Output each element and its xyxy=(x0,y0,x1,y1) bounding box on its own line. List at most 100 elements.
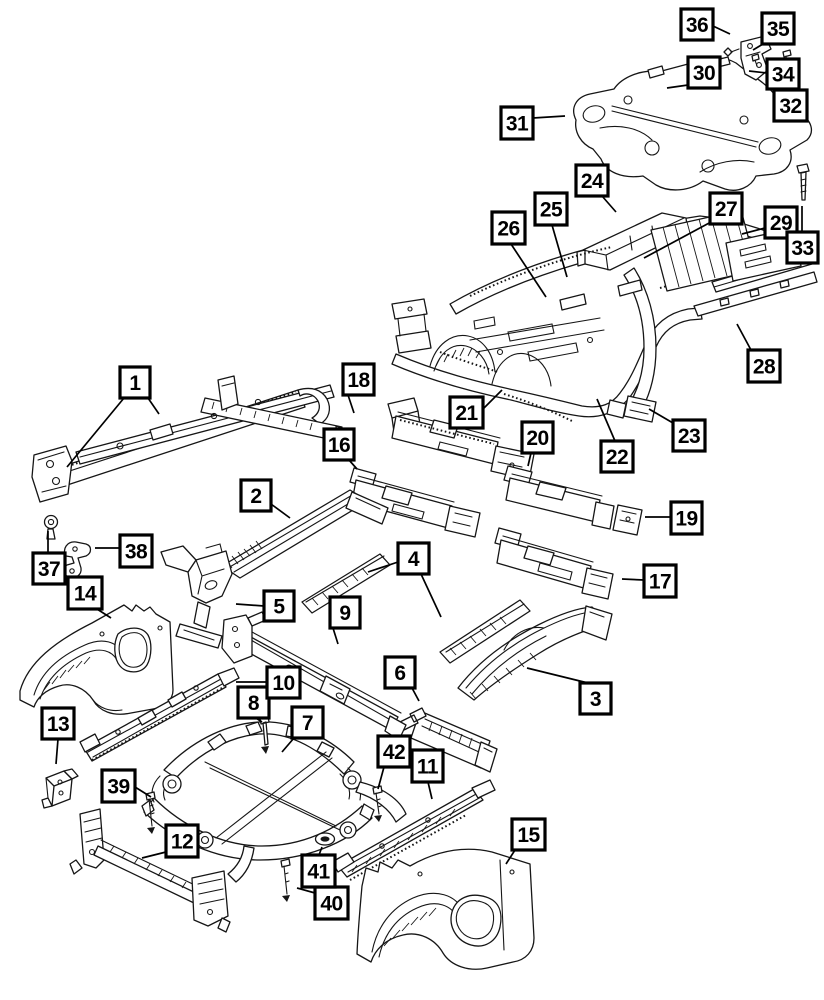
callout-39[interactable]: 39 xyxy=(100,768,137,804)
callout-26[interactable]: 26 xyxy=(490,210,527,246)
callout-box-8[interactable] xyxy=(236,685,271,720)
callout-41[interactable]: 41 xyxy=(300,853,337,889)
callout-box-9[interactable] xyxy=(328,595,362,630)
callout-box-14[interactable] xyxy=(66,575,104,611)
callout-2[interactable]: 2 xyxy=(239,478,273,513)
callout-10[interactable]: 10 xyxy=(265,665,302,700)
callout-box-16[interactable] xyxy=(322,427,356,462)
callout-box-10[interactable] xyxy=(265,665,302,700)
callout-36[interactable]: 36 xyxy=(679,7,715,42)
callout-box-19[interactable] xyxy=(669,500,704,536)
callout-21[interactable]: 21 xyxy=(448,395,485,430)
leader-line-40 xyxy=(296,887,316,894)
callout-3[interactable]: 3 xyxy=(578,681,613,716)
leader-line-24 xyxy=(601,195,617,213)
callout-17[interactable]: 17 xyxy=(642,563,678,599)
callout-box-7[interactable] xyxy=(290,705,325,740)
callout-35[interactable]: 35 xyxy=(760,11,796,46)
callout-box-13[interactable] xyxy=(40,706,76,741)
callout-12[interactable]: 12 xyxy=(164,823,200,859)
leader-line-25 xyxy=(551,224,568,278)
callout-22[interactable]: 22 xyxy=(599,439,635,474)
callout-box-33[interactable] xyxy=(785,230,820,265)
leader-line-26 xyxy=(510,243,547,298)
callout-20[interactable]: 20 xyxy=(520,420,555,455)
callout-box-20[interactable] xyxy=(520,420,555,455)
leader-line-28 xyxy=(736,323,752,351)
callout-number: 9 xyxy=(339,602,350,625)
callout-25[interactable]: 25 xyxy=(533,191,569,227)
callout-box-11[interactable] xyxy=(410,748,445,784)
callout-box-37[interactable] xyxy=(31,551,67,586)
part-wheelhouse-15-drawing xyxy=(356,848,535,970)
callout-box-15[interactable] xyxy=(510,817,547,852)
callout-box-28[interactable] xyxy=(746,348,782,384)
callout-14[interactable]: 14 xyxy=(66,575,104,611)
callout-4[interactable]: 4 xyxy=(396,541,431,576)
callout-box-36[interactable] xyxy=(679,7,715,42)
callout-11[interactable]: 11 xyxy=(410,748,445,784)
callout-box-38[interactable] xyxy=(118,533,154,569)
callout-box-26[interactable] xyxy=(490,210,527,246)
callout-box-12[interactable] xyxy=(164,823,200,859)
callout-15[interactable]: 15 xyxy=(510,817,547,852)
callout-number: 28 xyxy=(753,356,776,379)
callout-box-23[interactable] xyxy=(671,418,707,453)
leader-line-31 xyxy=(532,115,566,119)
callout-27[interactable]: 27 xyxy=(708,191,744,226)
callout-9[interactable]: 9 xyxy=(328,595,362,630)
callout-box-35[interactable] xyxy=(760,11,796,46)
callout-6[interactable]: 6 xyxy=(383,655,417,690)
callout-box-27[interactable] xyxy=(708,191,744,226)
callout-box-2[interactable] xyxy=(239,478,273,513)
callout-box-17[interactable] xyxy=(642,563,678,599)
callout-box-30[interactable] xyxy=(686,55,722,90)
callout-box-4[interactable] xyxy=(396,541,431,576)
callout-box-32[interactable] xyxy=(772,88,809,123)
callout-box-6[interactable] xyxy=(383,655,417,690)
callout-37[interactable]: 37 xyxy=(31,551,67,586)
callout-box-21[interactable] xyxy=(448,395,485,430)
callout-8[interactable]: 8 xyxy=(236,685,271,720)
callout-box-22[interactable] xyxy=(599,439,635,474)
callout-7[interactable]: 7 xyxy=(290,705,325,740)
callout-box-24[interactable] xyxy=(574,163,610,198)
part-grommet-drawing xyxy=(314,832,336,846)
callout-33[interactable]: 33 xyxy=(785,230,820,265)
callout-23[interactable]: 23 xyxy=(671,418,707,453)
callout-42[interactable]: 42 xyxy=(376,734,412,769)
callout-box-25[interactable] xyxy=(533,191,569,227)
callout-31[interactable]: 31 xyxy=(499,105,535,141)
callout-box-3[interactable] xyxy=(578,681,613,716)
leader-line-21 xyxy=(482,389,503,410)
callout-1[interactable]: 1 xyxy=(118,365,152,400)
callout-16[interactable]: 16 xyxy=(322,427,356,462)
callout-28[interactable]: 28 xyxy=(746,348,782,384)
callout-40[interactable]: 40 xyxy=(313,885,350,921)
callout-number: 20 xyxy=(526,427,548,450)
callout-13[interactable]: 13 xyxy=(40,706,76,741)
callout-18[interactable]: 18 xyxy=(341,362,376,397)
callout-box-41[interactable] xyxy=(300,853,337,889)
leader-line-20 xyxy=(527,452,532,467)
callout-box-42[interactable] xyxy=(376,734,412,769)
bolt-icon xyxy=(145,715,383,902)
callout-19[interactable]: 19 xyxy=(669,500,704,536)
callout-number: 13 xyxy=(47,713,69,736)
callout-box-5[interactable] xyxy=(262,589,296,623)
callout-box-39[interactable] xyxy=(100,768,137,804)
callout-5[interactable]: 5 xyxy=(262,589,296,623)
callout-box-1[interactable] xyxy=(118,365,152,400)
callout-box-18[interactable] xyxy=(341,362,376,397)
callout-number: 33 xyxy=(791,237,813,260)
part-hook-bracket-drawing xyxy=(63,541,92,579)
callout-box-34[interactable] xyxy=(765,57,801,91)
callout-number: 26 xyxy=(497,218,519,241)
callout-30[interactable]: 30 xyxy=(686,55,722,90)
callout-box-31[interactable] xyxy=(499,105,535,141)
callout-32[interactable]: 32 xyxy=(772,88,809,123)
part-front-rail-drawing xyxy=(31,375,355,503)
callout-34[interactable]: 34 xyxy=(765,57,801,91)
callout-24[interactable]: 24 xyxy=(574,163,610,198)
callout-38[interactable]: 38 xyxy=(118,533,154,569)
